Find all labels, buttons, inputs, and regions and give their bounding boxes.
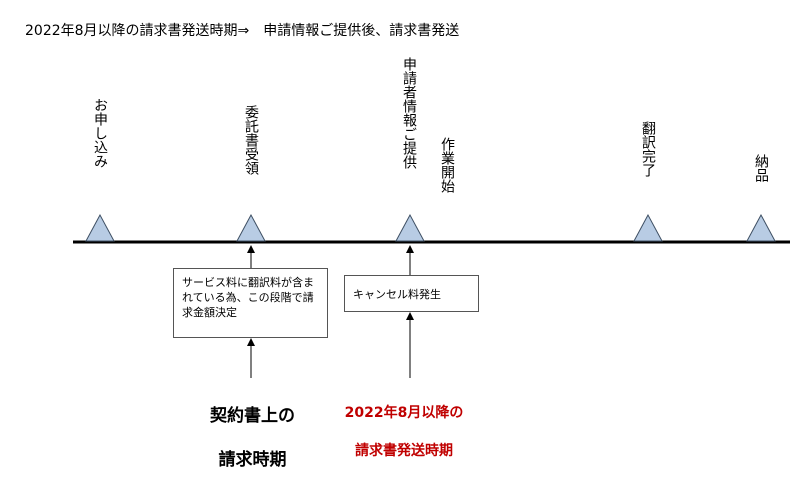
invoice-send-line2: 請求書発送時期: [355, 443, 453, 459]
note-box-fee-determined: サービス料に翻訳料が含まれている為、この段階で請求金額決定: [173, 268, 328, 338]
milestone-label-translation-complete: 翻訳完了: [640, 121, 656, 177]
timeline-diagram: [73, 213, 790, 378]
contract-billing-line2: 請求時期: [218, 450, 287, 470]
milestone-label-commission-received: 委託書受領: [243, 105, 259, 175]
milestone-label-work-start: 作業開始: [439, 137, 455, 193]
contract-billing-line1: 契約書上の: [210, 406, 295, 426]
invoice-send-line1: 2022年8月以降の: [344, 405, 464, 421]
invoice-send-timing-label: 2022年8月以降の 請求書発送時期: [325, 385, 483, 480]
note-box-cancellation-fee: キャンセル料発生: [344, 275, 479, 312]
page-title: 2022年8月以降の請求書発送時期⇒ 申請情報ご提供後、請求書発送: [25, 23, 460, 39]
milestone-label-delivery: 納品: [753, 154, 769, 182]
milestone-marker: [746, 213, 776, 242]
contract-billing-timing-label: 契約書上の 請求時期: [180, 383, 325, 493]
milestone-label-applicant-info: 申請者情報ご提供: [401, 57, 417, 169]
milestone-marker: [395, 213, 425, 242]
milestone-marker: [85, 213, 115, 242]
milestone-marker: [236, 213, 266, 242]
milestone-marker: [633, 213, 663, 242]
milestone-label-application: お申し込み: [92, 98, 108, 168]
